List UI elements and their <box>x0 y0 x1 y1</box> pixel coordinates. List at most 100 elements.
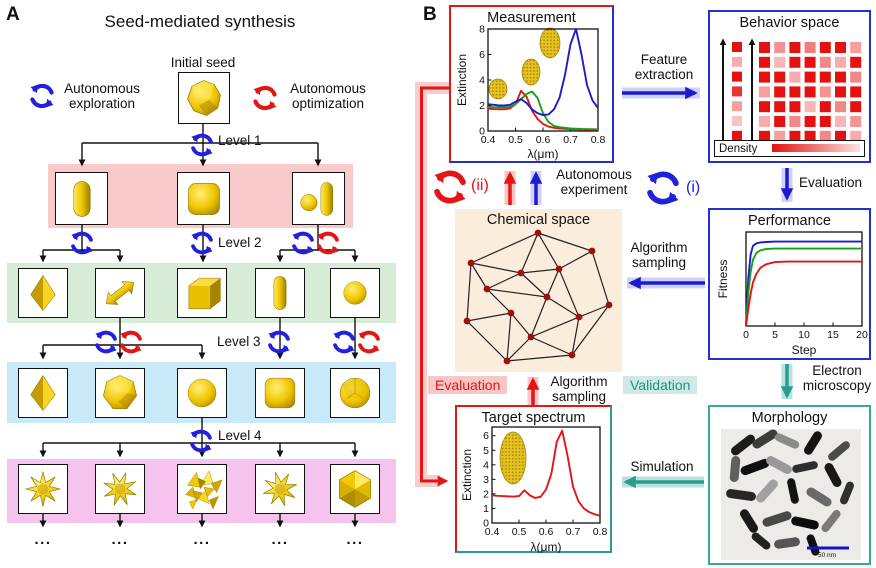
svg-text:4: 4 <box>483 459 489 471</box>
initial-seed-label: Initial seed <box>170 55 236 70</box>
particle-box <box>330 268 380 318</box>
svg-text:15: 15 <box>827 329 839 341</box>
particle-box <box>177 464 227 514</box>
particle-cube-icon <box>181 272 223 314</box>
cycle-ii-label: (ii) <box>471 177 489 194</box>
svg-text:6: 6 <box>483 430 489 442</box>
svg-text:4: 4 <box>479 75 485 87</box>
evaluation-loop-label: Evaluation <box>428 376 508 394</box>
feedback-loop-glow <box>415 82 450 487</box>
particle-octahedron-icon <box>22 272 64 314</box>
particle-rounded-cube-icon <box>259 372 301 414</box>
particle-box <box>177 172 230 225</box>
measurement-title: Measurement <box>487 10 576 26</box>
particle-polyhedron-icon <box>99 372 141 414</box>
target-spectrum-title: Target spectrum <box>481 410 586 426</box>
particle-box <box>255 268 305 318</box>
particle-box <box>255 368 305 418</box>
svg-text:20: 20 <box>856 329 868 341</box>
cycle-red-icon <box>431 168 469 206</box>
target-xlabel: λ(μm) <box>531 540 562 553</box>
svg-text:0.8: 0.8 <box>593 526 608 538</box>
ellipsis: ... <box>193 531 211 548</box>
particle-box <box>18 368 68 418</box>
tem-image: 50 nm <box>721 429 861 560</box>
nanoparticle-inset-icon <box>539 27 561 59</box>
performance-ylabel: Fitness <box>716 260 730 299</box>
level-4-label: Level 4 <box>218 428 262 443</box>
cycle-red-icon <box>315 230 341 256</box>
particle-box <box>95 464 145 514</box>
particle-seed-icon <box>182 76 226 120</box>
particle-sphere-icon <box>338 276 372 310</box>
particle-faceted-sphere-icon <box>334 372 376 414</box>
cycle-blue-icon <box>644 169 682 207</box>
svg-text:0: 0 <box>483 518 489 530</box>
cycle-blue-icon <box>93 329 119 355</box>
feedback-loop-arrow <box>420 86 450 487</box>
particle-box <box>95 368 145 418</box>
svg-text:0.4: 0.4 <box>481 134 496 146</box>
behavior-space-title: Behavior space <box>739 15 840 31</box>
performance-xlabel: Step <box>792 343 817 357</box>
measurement-xlabel: λ(μm) <box>528 147 559 161</box>
svg-text:5: 5 <box>772 329 778 341</box>
validation-label: Validation <box>623 376 698 394</box>
particle-star-icon <box>21 467 65 511</box>
particle-sphere-icon <box>181 372 223 414</box>
panel-a-title: Seed-mediated synthesis <box>104 12 296 31</box>
svg-text:0.6: 0.6 <box>539 526 554 538</box>
svg-text:6: 6 <box>479 49 485 61</box>
particle-urchin-icon <box>180 467 224 511</box>
panel-a-label: A <box>6 4 20 25</box>
particle-box <box>330 368 380 418</box>
svg-text:0.8: 0.8 <box>591 134 606 146</box>
nanoparticle-inset-icon <box>499 431 527 485</box>
svg-text:0.4: 0.4 <box>485 526 500 538</box>
ellipsis: ... <box>271 531 289 548</box>
particle-capsule-icon <box>259 272 301 314</box>
ellipsis: ... <box>346 531 364 548</box>
svg-text:0.7: 0.7 <box>563 134 578 146</box>
nanoparticle-inset-icon <box>521 58 541 86</box>
behavior-space-grid <box>719 38 863 148</box>
svg-text:10: 10 <box>798 329 810 341</box>
svg-text:2: 2 <box>479 100 485 112</box>
simulation-label: Simulation <box>630 459 694 474</box>
svg-text:0.5: 0.5 <box>508 134 523 146</box>
svg-text:0: 0 <box>479 126 485 138</box>
svg-text:0.6: 0.6 <box>536 134 551 146</box>
cycle-blue-icon <box>290 230 316 256</box>
particle-arrow-rod-icon <box>99 272 141 314</box>
svg-text:8: 8 <box>479 25 485 36</box>
particle-box <box>292 172 345 225</box>
initial-seed-box <box>178 72 230 124</box>
cycle-blue-icon <box>189 132 215 158</box>
cycle-blue-icon <box>188 428 214 454</box>
density-label: Density <box>719 142 758 155</box>
particle-box <box>255 464 305 514</box>
svg-text:3: 3 <box>483 474 489 486</box>
level-2-label: Level 2 <box>218 235 262 250</box>
nanoparticle-inset-icon <box>488 78 508 100</box>
level-3-label: Level 3 <box>217 334 261 349</box>
cycle-blue-icon <box>69 230 95 256</box>
evaluation-label: Evaluation <box>799 175 863 190</box>
svg-text:0: 0 <box>743 329 749 341</box>
panel-b-label: B <box>423 4 437 25</box>
cycle-blue-icon <box>189 230 215 256</box>
density-gradient <box>772 144 860 152</box>
particle-box <box>177 368 227 418</box>
particle-box <box>18 464 68 514</box>
scale-bar-label: 50 nm <box>818 552 836 559</box>
